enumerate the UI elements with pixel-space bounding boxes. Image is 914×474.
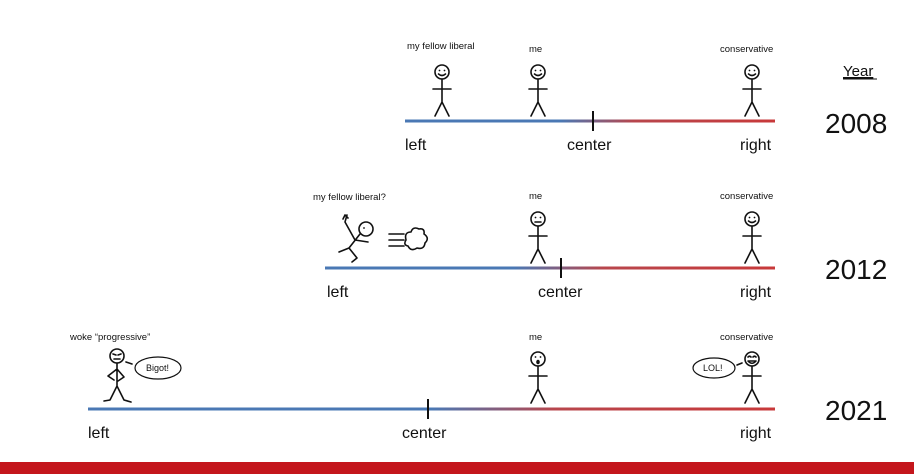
axis-left-label: left [405, 137, 427, 154]
footer-red-bar [0, 462, 914, 474]
axis-left-label: left [88, 425, 110, 442]
speech-bubble: Bigot! [134, 356, 182, 380]
panel-2021: left center right 2021 woke “progressive… [69, 332, 887, 442]
year-label: 2021 [825, 395, 887, 426]
stick-figure-conservative: conservative [720, 191, 773, 264]
stick-figure-woke-progressive: woke “progressive” Bigot! [69, 332, 182, 403]
figure-caption: me [529, 44, 542, 55]
year-header: Year [843, 63, 873, 80]
figure-caption: conservative [720, 44, 773, 55]
stick-figure-me: me [528, 332, 548, 404]
stick-figure-me: me [528, 44, 548, 117]
figure-caption: me [529, 191, 542, 202]
stick-figure-me: me [528, 191, 548, 264]
speech-text: Bigot! [146, 363, 169, 373]
year-label: 2008 [825, 108, 887, 139]
axis-center-label: center [402, 425, 447, 442]
panel-2012: left center right 2012 my fellow liberal… [313, 191, 887, 301]
axis-center-label: center [538, 284, 583, 301]
axis-center-label: center [567, 137, 612, 154]
stick-figure-conservative: conservative [720, 44, 773, 117]
axis-right-label: right [740, 137, 772, 154]
figure-caption: woke “progressive” [69, 332, 150, 343]
figure-caption: conservative [720, 332, 773, 343]
figure-caption: conservative [720, 191, 773, 202]
figure-caption: my fellow liberal? [313, 192, 386, 203]
axis-right-label: right [740, 284, 772, 301]
axis-right-label: right [740, 425, 772, 442]
stick-figure-fellow-liberal: my fellow liberal [407, 41, 475, 117]
stick-figure-conservative: conservative LOL! [692, 332, 773, 404]
figure-caption: my fellow liberal [407, 41, 475, 52]
axis-left-label: left [327, 284, 349, 301]
speech-bubble: LOL! [692, 357, 736, 379]
figure-caption: me [529, 332, 542, 343]
panel-2008: left center right 2008 my fellow liberal… [405, 41, 887, 154]
year-label: 2012 [825, 254, 887, 285]
stick-figure-running-liberal: my fellow liberal? [313, 192, 429, 263]
speech-text: LOL! [703, 363, 723, 373]
